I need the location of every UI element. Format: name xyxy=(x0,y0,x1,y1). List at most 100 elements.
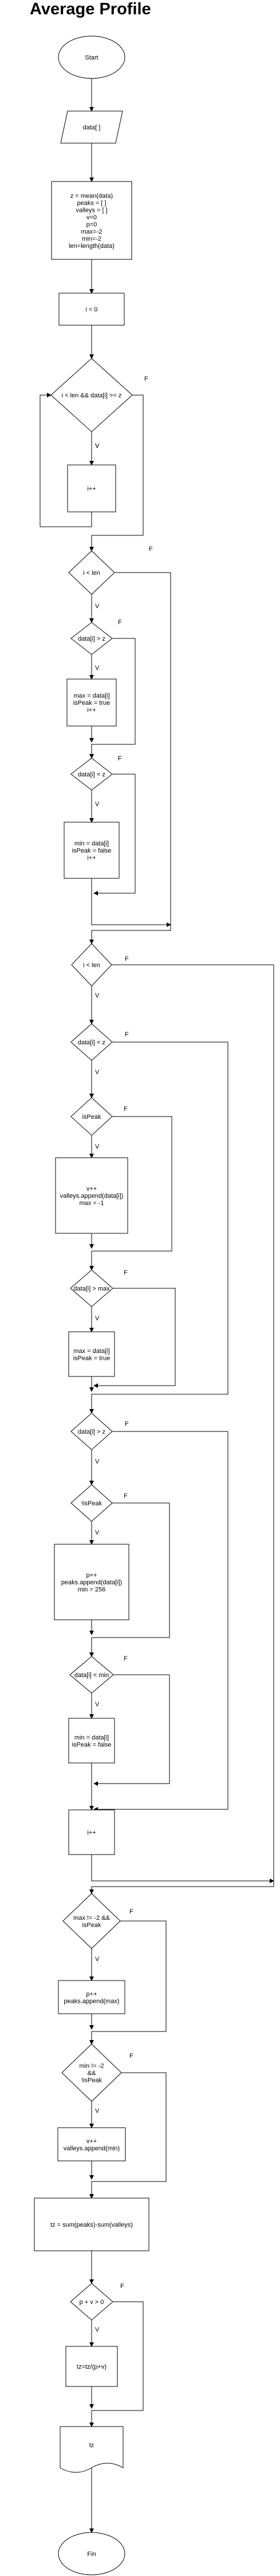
shape-fin xyxy=(58,2532,125,2575)
node-box13-text: v++ xyxy=(86,2138,97,2145)
shape-start xyxy=(58,35,125,79)
shape-cond12 xyxy=(62,1893,121,1949)
node-cond2-text: i < len xyxy=(83,570,100,577)
shape-cond9 xyxy=(70,1413,113,1450)
label-cond7-no: F xyxy=(124,1106,128,1113)
node-box10-text: min = 256 xyxy=(78,1587,106,1593)
label-cond12-no: F xyxy=(129,1908,133,1915)
shape-data_in xyxy=(60,111,123,144)
label-cond14-yes: V xyxy=(95,2326,100,2333)
node-cond14: p + v > 0 xyxy=(70,2283,113,2321)
label-cond8-no: F xyxy=(124,1269,128,1276)
node-cond4-text: data[i] < z xyxy=(78,771,105,778)
shape-init xyxy=(51,181,132,260)
shape-box13 xyxy=(57,2127,126,2161)
shape-tz xyxy=(34,2198,149,2251)
node-box12-text: p++ xyxy=(86,1991,97,1998)
shape-inc2 xyxy=(68,1809,115,1855)
node-box4-text: i++ xyxy=(87,855,96,862)
node-cond6-text: data[i] < z xyxy=(78,1039,105,1046)
node-cond5-text: i < len xyxy=(83,962,100,969)
label-cond10-no: F xyxy=(124,1493,128,1500)
edge-cond2-false xyxy=(89,572,171,944)
node-cond7-text: isPeak xyxy=(82,1114,101,1121)
node-init-text: p=0 xyxy=(86,221,97,228)
node-cond9-text: data[i] > z xyxy=(78,1429,105,1435)
node-data_in: data[ ] xyxy=(60,111,123,144)
node-cond4: data[i] < z xyxy=(70,758,113,791)
node-box13: v++valleys.append(min) xyxy=(57,2127,126,2161)
label-cond1-yes: V xyxy=(95,443,100,449)
node-box7-text: max = -1 xyxy=(79,1200,104,1207)
node-inc2: i++ xyxy=(68,1809,115,1855)
node-cond13: min != -2&&!isPeak xyxy=(61,2044,122,2102)
node-cond8-text: data[i] > max xyxy=(73,1285,110,1292)
node-init-text: len=length(data) xyxy=(69,243,115,250)
node-out: tz xyxy=(60,2426,124,2473)
node-i0: i = 0 xyxy=(58,293,125,326)
edge-cond8-false xyxy=(93,1288,176,1388)
shape-box11 xyxy=(68,1718,115,1764)
shape-out xyxy=(60,2426,124,2473)
shape-cond5 xyxy=(71,943,112,987)
node-cond3: data[i] > z xyxy=(70,622,113,655)
shape-box14 xyxy=(65,2346,118,2387)
node-box11: min = data[i]isPeak = false xyxy=(68,1718,115,1764)
node-fin: Fin xyxy=(58,2532,125,2575)
shape-cond2 xyxy=(68,550,115,595)
shape-cond3 xyxy=(70,622,113,655)
node-cond7: isPeak xyxy=(70,1097,113,1136)
node-box8-text: isPeak = true xyxy=(73,1355,111,1362)
node-init: z = mean(data)peaks = [ ]valleys = [ ]v=… xyxy=(51,181,132,260)
label-cond13-yes: V xyxy=(95,2108,100,2115)
node-init-text: min=-2 xyxy=(82,235,101,242)
node-box7: v++valleys.append(data[i])max = -1 xyxy=(55,1157,128,1234)
shape-cond7 xyxy=(70,1097,113,1136)
label-cond8-yes: V xyxy=(95,1315,100,1322)
node-cond14-text: p + v > 0 xyxy=(80,2299,104,2306)
label-cond11-yes: V xyxy=(95,1701,100,1708)
label-cond13-no: F xyxy=(129,2053,133,2060)
label-cond12-yes: V xyxy=(95,1956,100,1963)
label-cond9-yes: V xyxy=(95,1458,100,1465)
shape-cond13 xyxy=(61,2044,122,2102)
node-box8: max = data[i]isPeak = true xyxy=(68,1331,115,1377)
shape-i0 xyxy=(58,293,125,326)
label-cond1-no: F xyxy=(144,376,148,382)
node-box11-text: isPeak = false xyxy=(72,1741,112,1748)
edge-inc1-loop xyxy=(40,393,92,527)
node-tz-text: tz = sum(peaks)-sum(valleys) xyxy=(50,2222,133,2228)
shape-cond11 xyxy=(69,1656,114,1694)
node-data_in-text: data[ ] xyxy=(83,124,101,131)
node-cond13-text: && xyxy=(88,2070,96,2077)
node-box7-text: valleys.append(data[i]) xyxy=(60,1193,124,1200)
label-cond3-no: F xyxy=(118,619,122,626)
shape-cond4 xyxy=(70,758,113,791)
label-cond6-yes: V xyxy=(95,1069,100,1076)
node-cond11: data[i] < min xyxy=(69,1656,114,1694)
edge-cond4-false xyxy=(93,774,136,896)
edge-cond6-false xyxy=(89,1042,228,1414)
node-box4-text: isPeak = false xyxy=(72,847,112,854)
node-i0-text: i = 0 xyxy=(85,306,97,313)
node-cond1: i < len && data[i] >= z xyxy=(50,358,133,432)
label-cond5-no: F xyxy=(125,956,129,962)
node-box3-text: i++ xyxy=(87,707,96,714)
node-cond10-text: !isPeak xyxy=(81,1500,102,1507)
node-box13-text: valleys.append(min) xyxy=(64,2145,120,2152)
shape-cond6 xyxy=(70,1023,113,1061)
label-cond14-no: F xyxy=(120,2283,124,2290)
node-box12: p++peaks.append(max) xyxy=(58,1980,125,2014)
node-start: Start xyxy=(58,35,125,79)
edge-inc2-loop xyxy=(91,1855,274,1883)
node-cond12: max != -2 &&isPeak xyxy=(62,1893,121,1949)
node-cond2: i < len xyxy=(68,550,115,595)
edge-cond5-false xyxy=(89,964,274,1894)
edge-cond3-false xyxy=(89,638,136,759)
label-cond1-yes-b: V xyxy=(95,443,100,449)
shape-box7 xyxy=(55,1157,128,1234)
node-box7-text: v++ xyxy=(86,1186,97,1193)
node-box10-text: peaks.append(data[i]) xyxy=(61,1579,122,1586)
